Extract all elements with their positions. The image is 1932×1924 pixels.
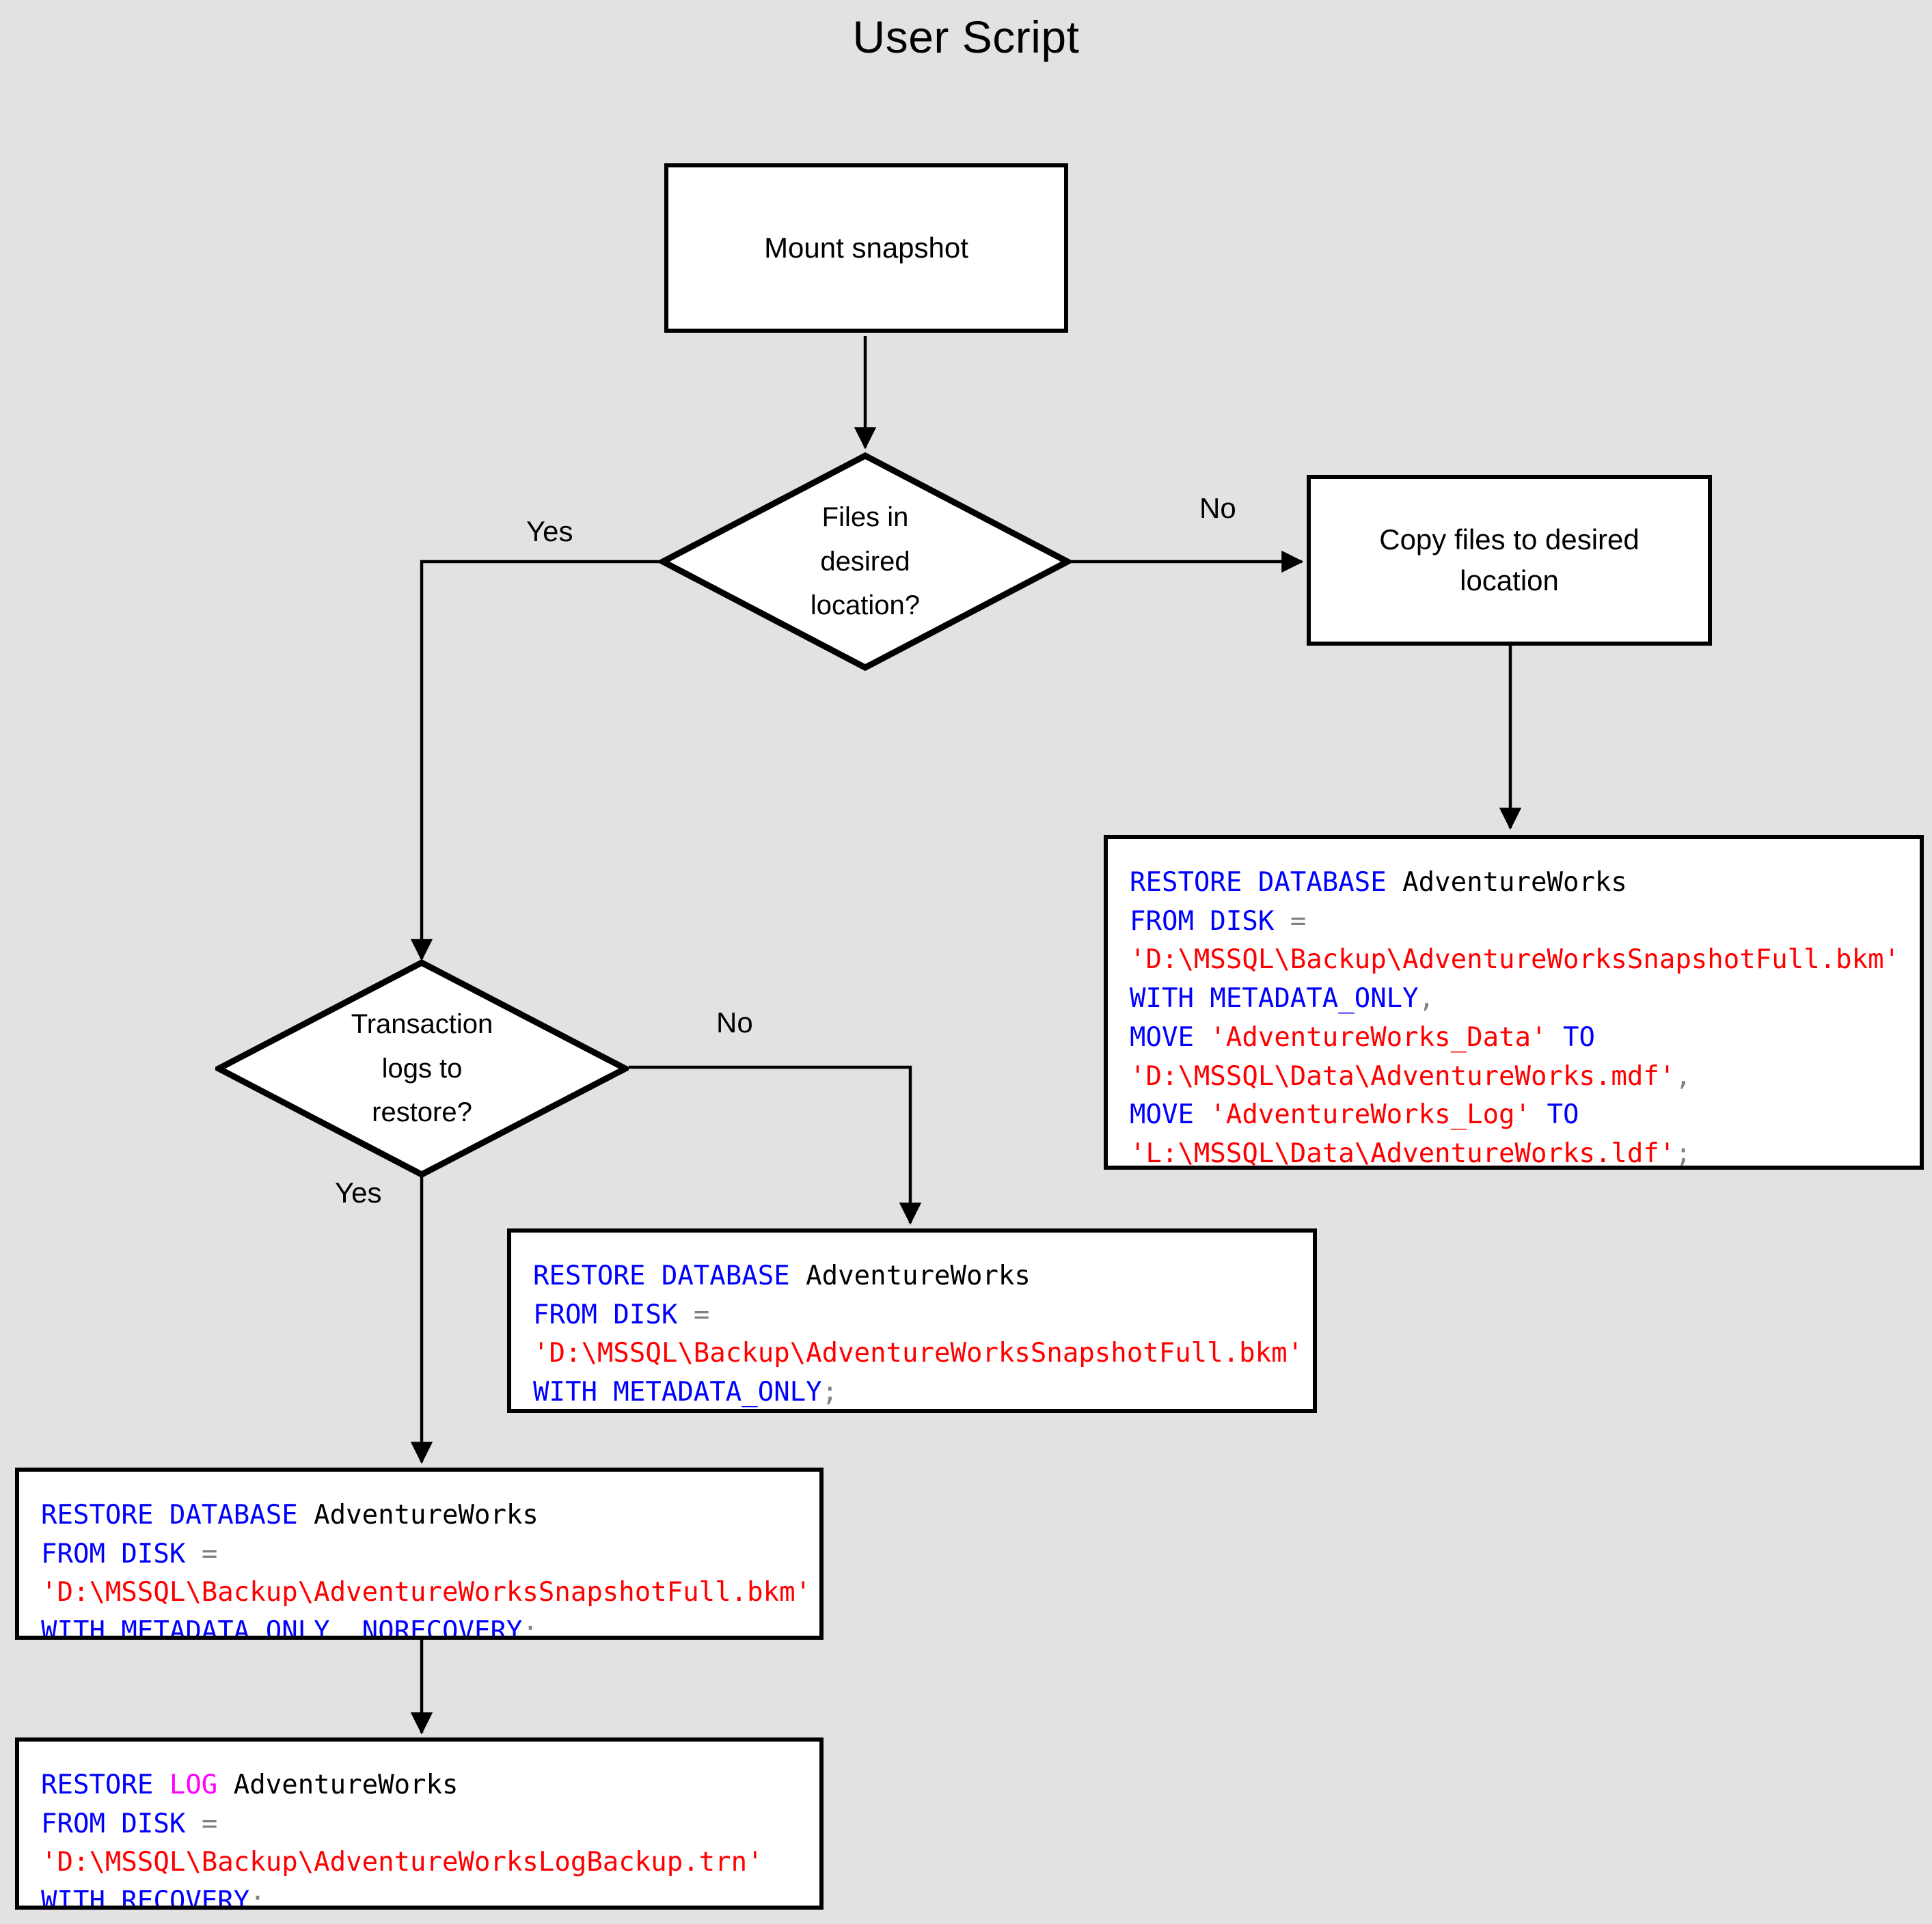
edge-label-logs-yes: Yes [335, 1177, 382, 1209]
code-token: = [201, 1808, 218, 1839]
code-token: 'AdventureWorks_Log' [1210, 1099, 1532, 1131]
code-token: NORECOVERY [362, 1616, 523, 1640]
diamond-shape [659, 452, 1071, 671]
code-line: MOVE 'AdventureWorks_Data' TO [1108, 1019, 1920, 1058]
code-token [217, 1770, 233, 1800]
code-line: WITH METADATA_ONLY, [1108, 980, 1920, 1019]
code-token: RESTORE DATABASE [1130, 867, 1403, 898]
code-token: 'AdventureWorks_Data' [1210, 1021, 1547, 1053]
code-token: FROM DISK [1130, 905, 1290, 937]
code-line: WITH RECOVERY; [19, 1882, 819, 1910]
code-line: 'L:\MSSQL\Data\AdventureWorks.ldf'; [1108, 1135, 1920, 1170]
code-token: RESTORE [41, 1770, 169, 1800]
edge-label-files-yes: Yes [526, 515, 573, 547]
code-line: RESTORE DATABASE AdventureWorks [19, 1496, 819, 1535]
code-token: FROM DISK [41, 1808, 202, 1839]
code-token: = [693, 1299, 710, 1330]
code-token: 'L:\MSSQL\Data\AdventureWorks.ldf' [1130, 1138, 1676, 1170]
code-token: MOVE [1130, 1021, 1210, 1053]
code-line: WITH METADATA_ONLY; [511, 1373, 1313, 1409]
code-token: AdventureWorks [233, 1770, 459, 1800]
code-line: 'D:\MSSQL\Backup\AdventureWorksSnapshotF… [19, 1573, 819, 1612]
code-line: 'D:\MSSQL\Backup\AdventureWorksSnapshotF… [1108, 941, 1920, 980]
code-token: RESTORE DATABASE [41, 1500, 314, 1530]
code-token: 'D:\MSSQL\Backup\AdventureWorksSnapshotF… [1130, 944, 1901, 976]
edge-label-files-no: No [1199, 492, 1236, 524]
code-token: TO [1547, 1021, 1595, 1053]
code-token: FROM DISK [41, 1538, 202, 1569]
code-token: = [201, 1538, 218, 1569]
code-token: 'D:\MSSQL\Data\AdventureWorks.mdf' [1130, 1060, 1676, 1092]
code-token: AdventureWorks [1402, 867, 1627, 898]
code-token: ; [821, 1377, 839, 1408]
code-token: = [1290, 905, 1307, 937]
code-token: WITH RECOVERY [41, 1886, 250, 1910]
code-token: 'D:\MSSQL\Backup\AdventureWorksSnapshotF… [533, 1338, 1304, 1369]
code-token: 'D:\MSSQL\Backup\AdventureWorksSnapshotF… [41, 1577, 812, 1608]
code-token: LOG [169, 1770, 218, 1800]
code-line: FROM DISK = [19, 1805, 819, 1844]
code-token: ; [1675, 1138, 1691, 1170]
node-mount-snapshot-label: Mount snapshot [764, 232, 968, 264]
code-line: FROM DISK = [511, 1296, 1313, 1335]
edge-files-yes-to-logs [410, 560, 659, 961]
code-token: WITH METADATA_ONLY [533, 1377, 822, 1408]
code-token: WITH METADATA_ONLY [41, 1616, 330, 1640]
code-token: , [1675, 1060, 1691, 1092]
code-token: AdventureWorks [806, 1261, 1031, 1291]
code-token: FROM DISK [533, 1299, 694, 1330]
code-token: TO [1531, 1099, 1579, 1131]
code-line: 'D:\MSSQL\Data\AdventureWorks.mdf', [1108, 1058, 1920, 1097]
code-token: 'D:\MSSQL\Backup\AdventureWorksLogBackup… [41, 1847, 763, 1878]
code-token: , [1418, 983, 1435, 1015]
code-line: WITH METADATA_ONLY, NORECOVERY; [19, 1612, 819, 1640]
edge-label-logs-no: No [716, 1006, 753, 1039]
code-line: RESTORE LOG AdventureWorks [19, 1766, 819, 1805]
code-token: WITH METADATA_ONLY [1130, 983, 1419, 1015]
edge-logs-no-to-metadata [629, 1065, 922, 1225]
code-line: FROM DISK = [1108, 903, 1920, 942]
code-token: MOVE [1130, 1099, 1210, 1131]
diamond-shape [215, 959, 629, 1178]
page-title: User Script [852, 12, 1080, 62]
code-line: RESTORE DATABASE AdventureWorks [1108, 864, 1920, 903]
code-line: 'D:\MSSQL\Backup\AdventureWorksLogBackup… [19, 1843, 819, 1882]
code-token: RESTORE DATABASE [533, 1261, 806, 1291]
code-token: , [329, 1616, 362, 1640]
code-line: 'D:\MSSQL\Backup\AdventureWorksSnapshotF… [511, 1334, 1313, 1373]
code-token: ; [249, 1886, 266, 1910]
code-line: MOVE 'AdventureWorks_Log' TO [1108, 1096, 1920, 1135]
code-token: ; [522, 1616, 539, 1640]
code-line: RESTORE DATABASE AdventureWorks [511, 1257, 1313, 1296]
code-line: FROM DISK = [19, 1535, 819, 1574]
node-mount-snapshot[interactable]: Mount snapshot [664, 163, 1068, 333]
code-token: AdventureWorks [314, 1500, 539, 1530]
